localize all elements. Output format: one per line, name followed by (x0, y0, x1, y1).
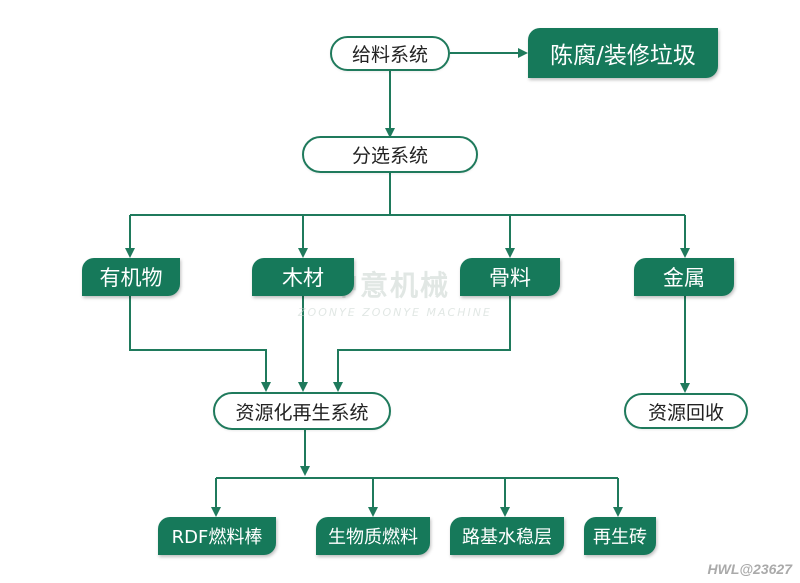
node-recycled-brick: 再生砖 (584, 517, 656, 555)
credit-text: HWL@23627 (707, 561, 792, 577)
arrow-organic-to-recycle (129, 296, 271, 392)
node-feed-system: 给料系统 (330, 36, 450, 71)
watermark-brand-en: ZOONYE ZOONYE MACHINE (298, 306, 492, 319)
node-rdf-fuel-rod: RDF燃料棒 (158, 517, 276, 555)
node-wood: 木材 (252, 258, 354, 296)
node-organic: 有机物 (82, 258, 180, 296)
node-aggregate: 骨料 (460, 258, 560, 296)
node-metal: 金属 (634, 258, 734, 296)
node-sorting-system: 分选系统 (302, 136, 478, 173)
arrow-aggregate-to-recycle (333, 296, 511, 392)
node-recycle-system: 资源化再生系统 (213, 392, 391, 430)
node-biomass-fuel: 生物质燃料 (316, 517, 430, 555)
node-resource-recovery: 资源回收 (624, 393, 748, 429)
node-waste: 陈腐/装修垃圾 (528, 28, 718, 78)
node-roadbase: 路基水稳层 (450, 517, 564, 555)
